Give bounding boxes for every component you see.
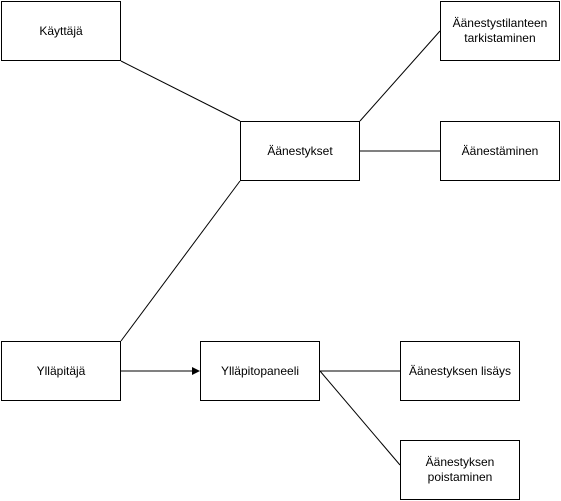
node-yllapitopaneeli[interactable]: Ylläpitopaneeli (200, 341, 320, 401)
node-kayttaja[interactable]: Käyttäjä (1, 1, 121, 61)
node-aanestykset[interactable]: Äänestykset (240, 121, 360, 181)
node-aanestyksen-poistaminen[interactable]: Äänestyksen poistaminen (400, 440, 520, 500)
node-yllapitaja[interactable]: Ylläpitäjä (1, 341, 121, 401)
edge-yllapitopaneeli-to-poistaminen (319, 370, 401, 466)
edge-kayttaja-to-aanestykset (120, 60, 241, 122)
node-aanestaminen[interactable]: Äänestäminen (440, 121, 560, 181)
node-aanestystilanteen-tarkistaminen[interactable]: Äänestystilanteen tarkistaminen (440, 1, 560, 61)
edge-yllapitaja-to-aanestykset (120, 180, 241, 342)
node-aanestyksen-lisays[interactable]: Äänestyksen lisäys (400, 341, 520, 401)
edge-aanestykset-to-tilanteen_tarkistaminen (359, 30, 441, 122)
